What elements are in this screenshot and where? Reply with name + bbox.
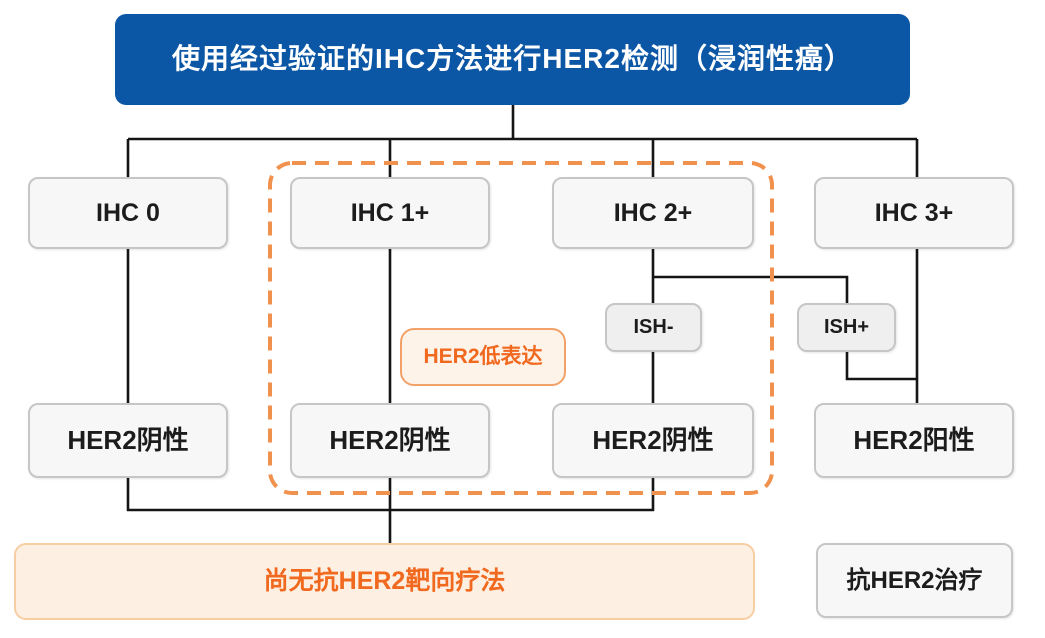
header-box: 使用经过验证的IHC方法进行HER2检测（浸润性癌） — [115, 14, 910, 105]
node-anti-her2-therapy: 抗HER2治疗 — [816, 543, 1013, 618]
node-ihc-2plus: IHC 2+ — [552, 177, 754, 249]
her2-low-dashed-group — [268, 161, 774, 495]
node-her2-positive: HER2阳性 — [814, 403, 1014, 478]
node-ihc-0: IHC 0 — [28, 177, 228, 249]
node-no-anti-her2-therapy: 尚无抗HER2靶向疗法 — [14, 543, 755, 620]
node-her2-negative-3: HER2阴性 — [552, 403, 754, 478]
node-ihc-3plus: IHC 3+ — [814, 177, 1014, 249]
node-ish-positive: ISH+ — [797, 303, 896, 352]
node-ish-negative: ISH- — [605, 303, 702, 352]
label-her2-low-expression: HER2低表达 — [400, 328, 566, 386]
node-her2-negative-1: HER2阴性 — [28, 403, 228, 478]
node-ihc-1plus: IHC 1+ — [290, 177, 490, 249]
node-her2-negative-2: HER2阴性 — [290, 403, 490, 478]
flow-connectors — [126, 103, 919, 544]
